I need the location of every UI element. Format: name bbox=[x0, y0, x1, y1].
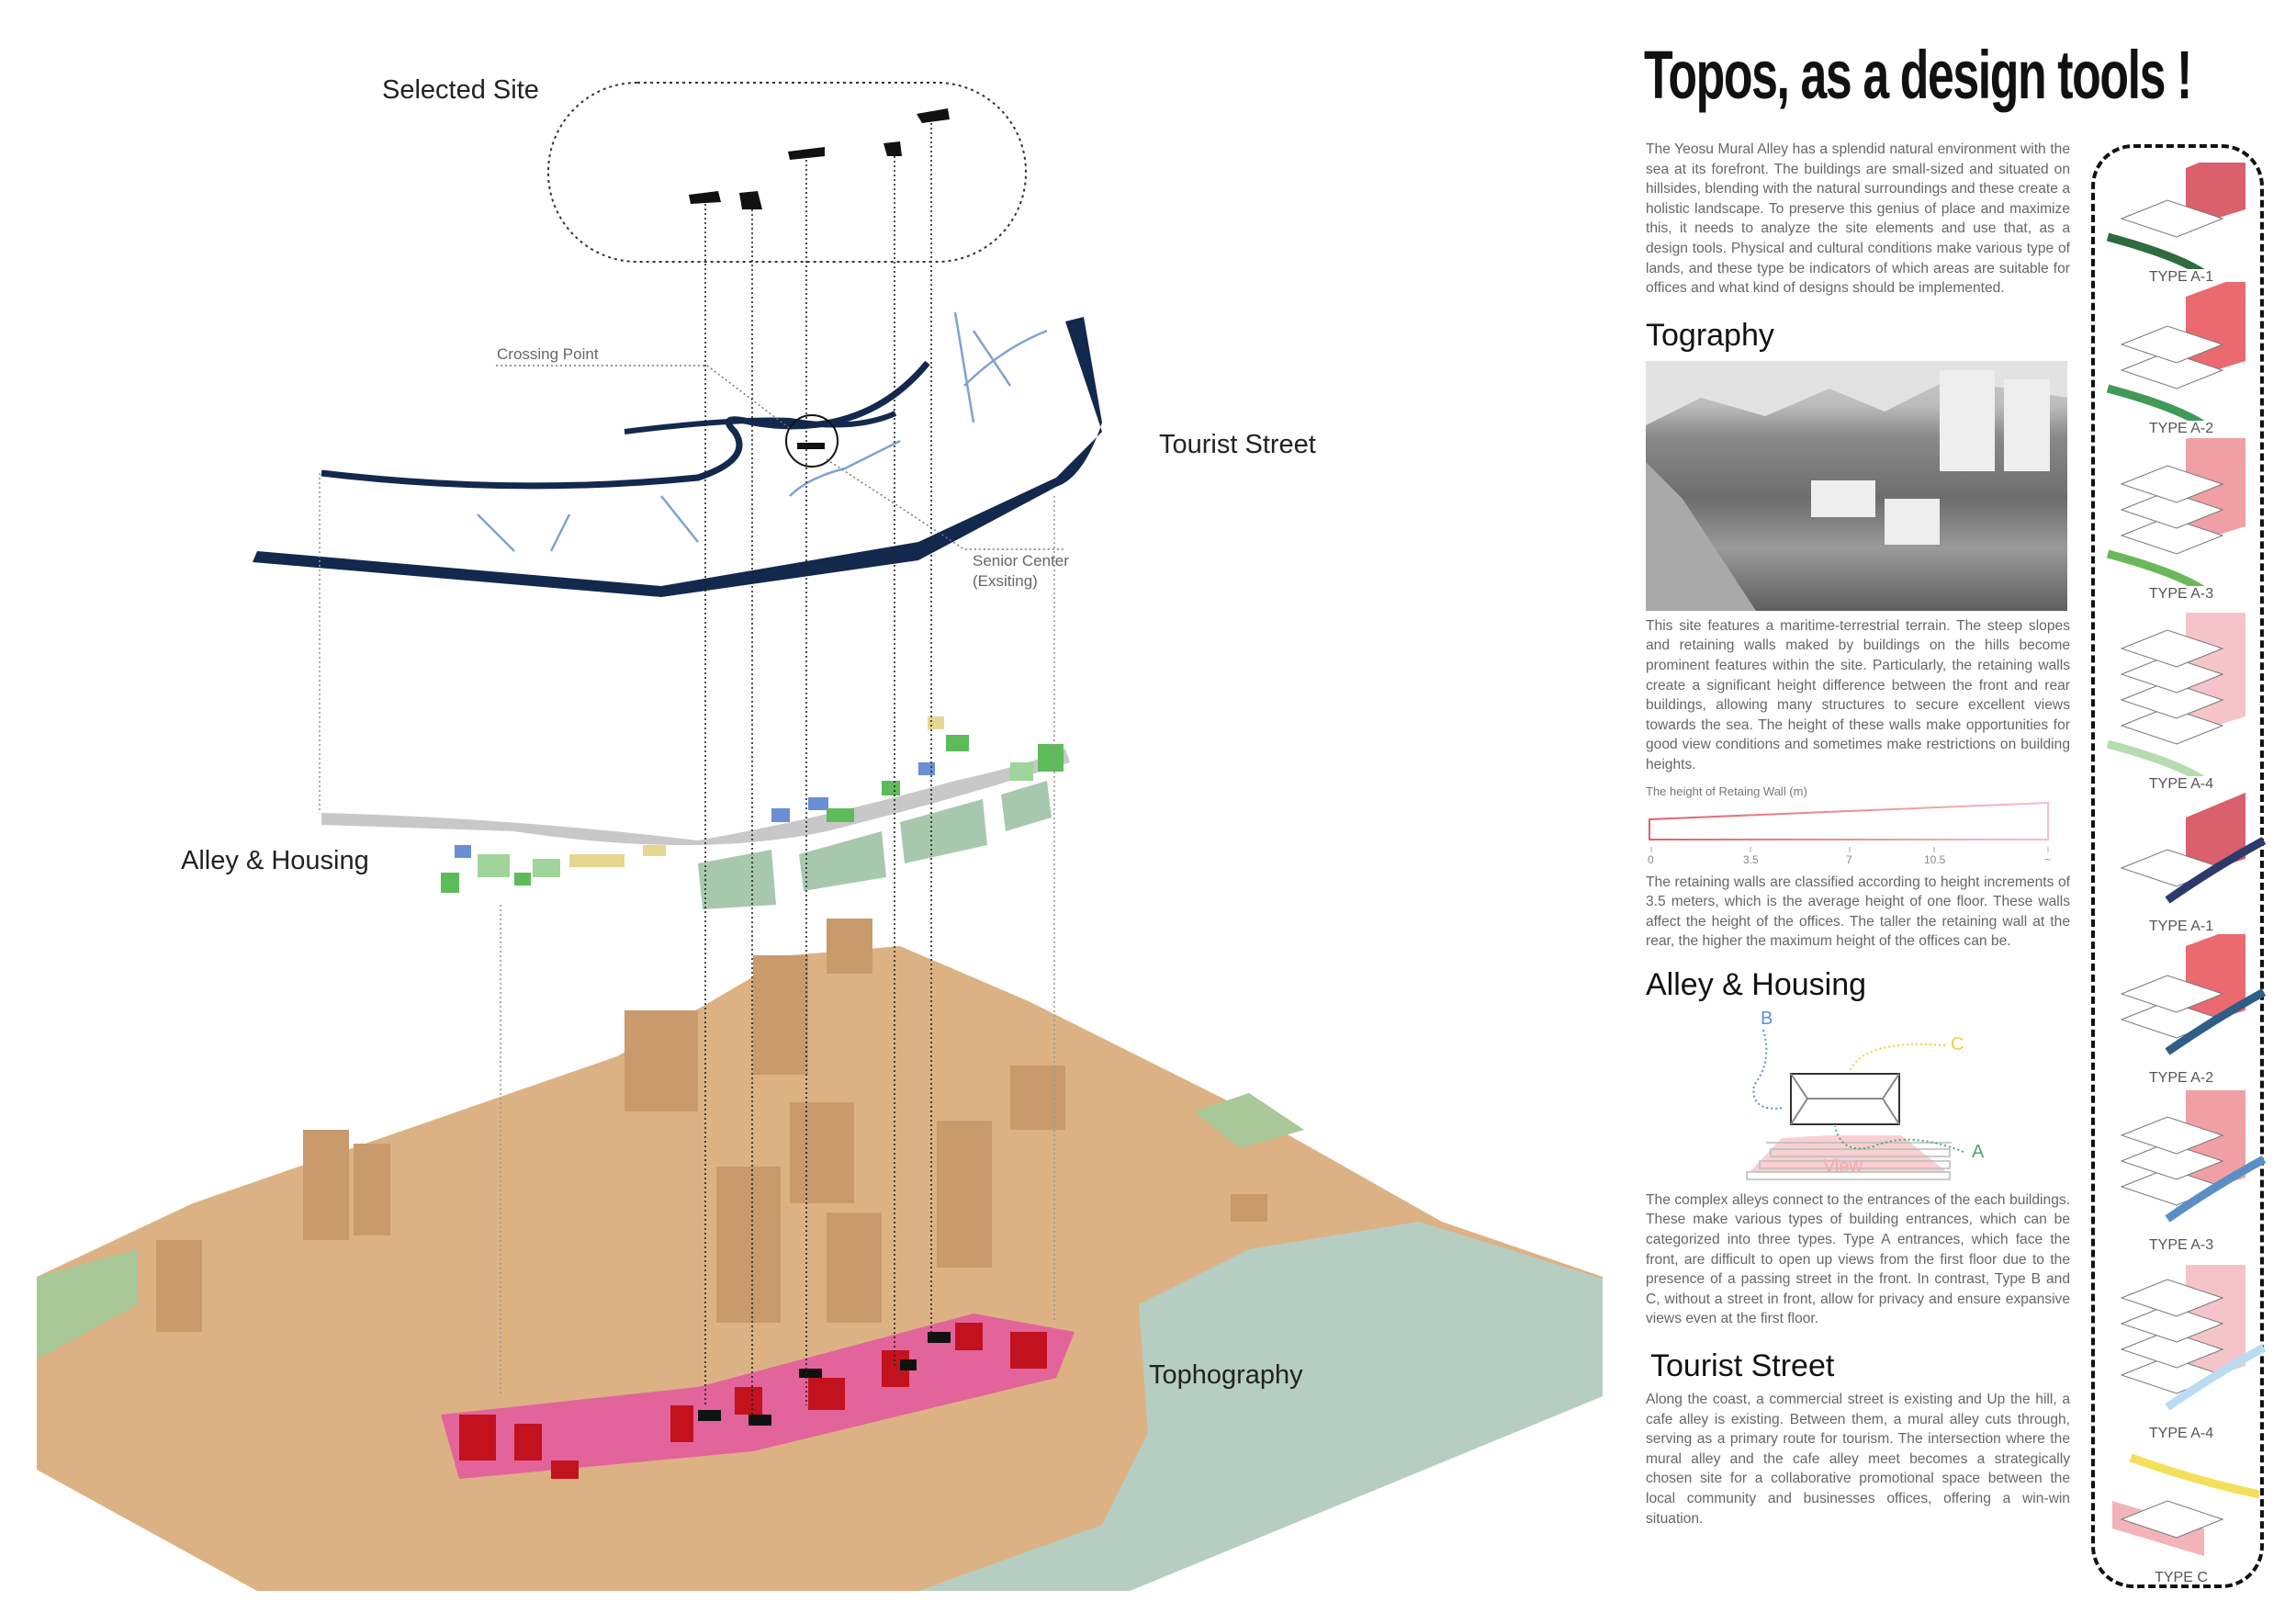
entrance-b-label: B bbox=[1761, 1008, 1773, 1029]
alley-heading: Alley & Housing bbox=[1646, 966, 1867, 1002]
building-type-diagram bbox=[2120, 934, 2267, 1055]
building-type-diagram bbox=[2106, 438, 2245, 586]
building-type-diagram bbox=[2120, 1090, 2267, 1223]
senior-center-label: Senior Center bbox=[973, 552, 1069, 570]
view-label: View bbox=[1823, 1156, 1863, 1177]
retaining-walls bbox=[441, 1314, 1075, 1479]
building-type-label: TYPE A-4 bbox=[2148, 1426, 2214, 1441]
retaining-wall-scale bbox=[1649, 801, 2049, 852]
intro-text: The Yeosu Mural Alley has a splendid nat… bbox=[1646, 141, 2070, 297]
entrance-diagram-wrap: B C A View bbox=[1646, 1007, 2070, 1190]
tourist-street-label: Tourist Street bbox=[1159, 430, 1316, 459]
sea bbox=[918, 1222, 1603, 1591]
building-type-label: TYPE A-3 bbox=[2148, 1237, 2214, 1253]
scale-tick: ~ bbox=[2044, 852, 2052, 866]
scale-tick: 0 bbox=[1648, 852, 1654, 866]
senior-center-sub-label: (Exsiting) bbox=[973, 572, 1038, 590]
tography-text-2: The retaining walls are classified accor… bbox=[1646, 874, 2070, 950]
building-type-diagram bbox=[2106, 163, 2245, 269]
selected-site-buildings bbox=[689, 108, 950, 209]
page-title: Topos, as a design tools ! bbox=[1644, 37, 2192, 113]
building-type-diagram bbox=[2106, 282, 2245, 421]
scale-title: The height of Retaing Wall (m) bbox=[1646, 784, 1807, 798]
building-type-label: TYPE A-3 bbox=[2148, 586, 2214, 602]
building-type-label: TYPE A-1 bbox=[2148, 919, 2214, 934]
tourist-heading: Tourist Street bbox=[1650, 1348, 1835, 1384]
tography-heading: Tography bbox=[1646, 317, 1774, 353]
tourist-text: Along the coast, a commercial street is … bbox=[1646, 1392, 2070, 1527]
building-type-diagram bbox=[2112, 1453, 2260, 1556]
entrance-c-label: C bbox=[1951, 1033, 1964, 1054]
entrance-diagram bbox=[1746, 1029, 1964, 1180]
building-type-label: TYPE C bbox=[2155, 1570, 2208, 1585]
building-types-panel bbox=[2091, 144, 2264, 1588]
crossing-point-label: Crossing Point bbox=[497, 345, 599, 363]
scale-tick: 3.5 bbox=[1743, 852, 1759, 866]
site-photo bbox=[1646, 360, 2067, 611]
alley-housing-layer bbox=[321, 716, 1070, 909]
selected-site-label: Selected Site bbox=[382, 75, 539, 105]
tography-text: This site features a maritime-terrestria… bbox=[1646, 617, 2070, 773]
building-type-diagram bbox=[2106, 613, 2245, 776]
scale-tick: 7 bbox=[1846, 852, 1852, 866]
building-type-label: TYPE A-2 bbox=[2148, 1070, 2214, 1086]
exploded-site-diagram bbox=[37, 82, 1603, 1591]
retaining-wall-scale-wrap: 0 3.5 7 10.5 ~ bbox=[1646, 799, 2059, 867]
street-map-layer bbox=[253, 311, 1102, 597]
alley-housing-label: Alley & Housing bbox=[181, 846, 369, 875]
building-type-label: TYPE A-4 bbox=[2148, 776, 2214, 792]
selected-site-outline bbox=[547, 82, 1027, 263]
text-column: The Yeosu Mural Alley has a splendid nat… bbox=[1646, 140, 2070, 1528]
projection-lines bbox=[319, 123, 1055, 1415]
building-type-label: TYPE A-2 bbox=[2148, 421, 2214, 436]
building-type-diagram bbox=[2120, 1265, 2267, 1411]
entrance-a-label: A bbox=[1972, 1141, 1985, 1162]
tophography-label: Tophography bbox=[1149, 1360, 1303, 1390]
building-type-label: TYPE A-1 bbox=[2148, 269, 2214, 285]
alley-text: The complex alleys connect to the entran… bbox=[1646, 1191, 2070, 1327]
topography-layer bbox=[37, 919, 1603, 1591]
building-type-diagram bbox=[2120, 793, 2267, 904]
scale-tick: 10.5 bbox=[1924, 852, 1946, 866]
